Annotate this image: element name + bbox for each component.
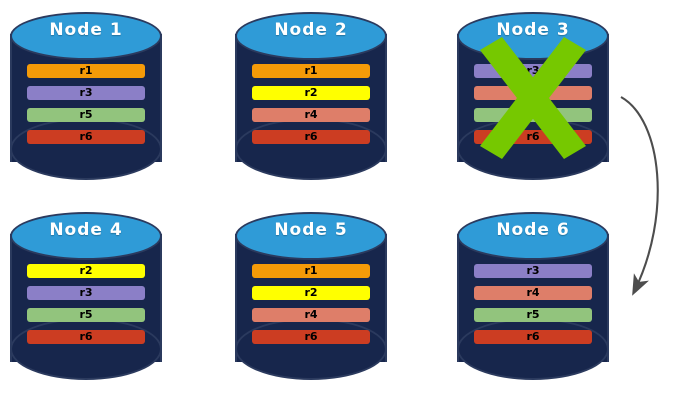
replica-bar[interactable]: r1 (252, 64, 370, 78)
node-6-cylinder[interactable]: Node 6 r3 r4 r5 r6 (457, 212, 609, 384)
replica-bar[interactable]: r6 (474, 330, 592, 344)
node-label: Node 6 (496, 220, 570, 240)
node-label: Node 5 (274, 220, 348, 240)
replica-bar[interactable]: r3 (27, 86, 145, 100)
replica-bar[interactable]: r6 (27, 130, 145, 144)
replica-bar[interactable]: r6 (252, 130, 370, 144)
replica-list: r2 r3 r5 r6 (10, 264, 162, 344)
cylinder-top (10, 12, 162, 60)
replica-bar[interactable]: r6 (474, 130, 592, 144)
replica-bar[interactable]: r6 (252, 330, 370, 344)
cylinder-bottom (235, 118, 387, 180)
cylinder-top (235, 212, 387, 260)
node-2-cylinder[interactable]: Node 2 r1 r2 r4 r6 (235, 12, 387, 184)
replica-bar[interactable]: r1 (27, 64, 145, 78)
replica-bar[interactable]: r3 (474, 64, 592, 78)
cylinder-bottom (457, 318, 609, 380)
replica-bar[interactable]: r3 (27, 286, 145, 300)
node-label: Node 1 (49, 20, 123, 40)
replica-bar[interactable]: r2 (252, 86, 370, 100)
replica-bar[interactable]: r4 (252, 308, 370, 322)
arrow-path (620, 96, 659, 296)
replica-bar[interactable]: r4 (474, 86, 592, 100)
node-3-cylinder[interactable]: Node 3 r3 r4 r5 r6 (457, 12, 609, 184)
node-5-cylinder[interactable]: Node 5 r1 r2 r4 r6 (235, 212, 387, 384)
cylinder-bottom (235, 318, 387, 380)
replica-bar[interactable]: r2 (27, 264, 145, 278)
replica-bar[interactable]: r2 (252, 286, 370, 300)
node-label: Node 3 (496, 20, 570, 40)
node-label: Node 4 (49, 220, 123, 240)
node-label: Node 2 (274, 20, 348, 40)
replica-list: r1 r2 r4 r6 (235, 64, 387, 144)
replica-list: r3 r4 r5 r6 (457, 64, 609, 144)
cylinder-top (457, 212, 609, 260)
cylinder-top (235, 12, 387, 60)
replica-bar[interactable]: r3 (474, 264, 592, 278)
node-4-cylinder[interactable]: Node 4 r2 r3 r5 r6 (10, 212, 162, 384)
replica-bar[interactable]: r5 (474, 308, 592, 322)
replica-bar[interactable]: r5 (27, 108, 145, 122)
cylinder-bottom (10, 118, 162, 180)
replica-list: r3 r4 r5 r6 (457, 264, 609, 344)
replica-bar[interactable]: r1 (252, 264, 370, 278)
cylinder-top (10, 212, 162, 260)
replica-bar[interactable]: r5 (474, 108, 592, 122)
replica-bar[interactable]: r6 (27, 330, 145, 344)
replica-bar[interactable]: r4 (252, 108, 370, 122)
replica-list: r1 r3 r5 r6 (10, 64, 162, 144)
replica-list: r1 r2 r4 r6 (235, 264, 387, 344)
node-1-cylinder[interactable]: Node 1 r1 r3 r5 r6 (10, 12, 162, 184)
replica-bar[interactable]: r5 (27, 308, 145, 322)
replica-bar[interactable]: r4 (474, 286, 592, 300)
